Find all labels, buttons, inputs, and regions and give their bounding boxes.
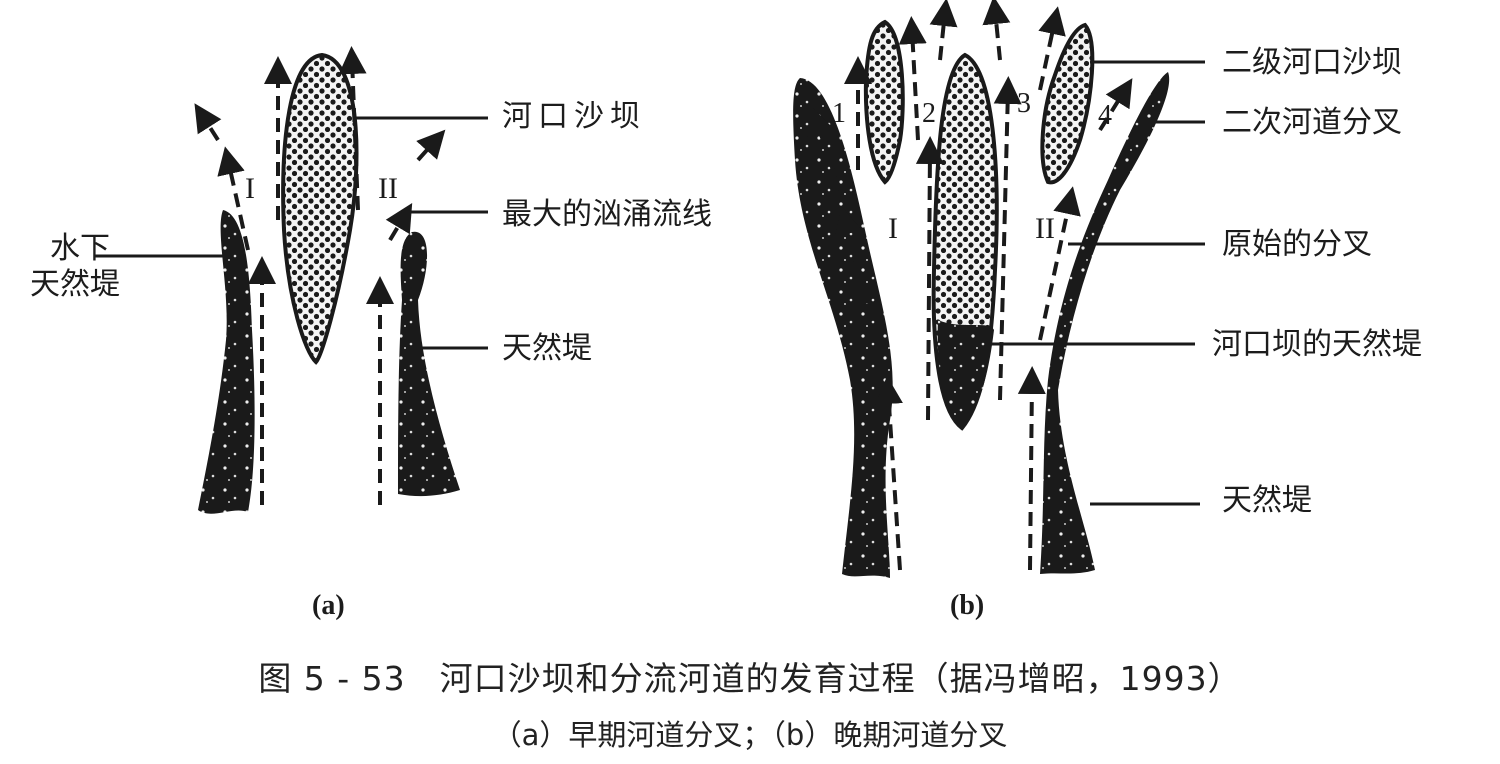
channel-label-II-a: II — [378, 172, 398, 205]
secondary-channel-2: 2 — [922, 98, 936, 129]
label-subaqueous-levee-line1: 水下 — [50, 231, 110, 266]
figure-caption-title: 图 5 - 53 河口沙坝和分流河道的发育过程（据冯增昭，1993） — [258, 659, 1242, 698]
secondary-channel-1: 1 — [832, 98, 846, 129]
secondary-channel-4: 4 — [1098, 100, 1112, 131]
label-mouth-bar-levee: 河口坝的天然堤 — [1212, 327, 1422, 362]
figure-caption-subtitle: （a）早期河道分叉；（b）晚期河道分叉 — [492, 718, 1008, 752]
label-secondary-mouth-bar: 二级河口沙坝 — [1222, 45, 1402, 80]
label-natural-levee-b: 天然堤 — [1222, 483, 1312, 518]
channel-label-II-b: II — [1035, 212, 1055, 245]
diagram-drawing — [95, 0, 1205, 578]
panel-a-sublabel: (a) — [312, 590, 345, 621]
secondary-channel-3: 3 — [1017, 88, 1031, 119]
panel-b-sublabel: (b) — [950, 590, 985, 621]
label-secondary-bifurcation: 二次河道分叉 — [1222, 105, 1402, 140]
label-original-bifurcation: 原始的分叉 — [1222, 227, 1372, 262]
label-natural-levee-a: 天然堤 — [502, 331, 592, 366]
label-max-surge-streamline: 最大的汹涌流线 — [502, 197, 712, 232]
channel-label-I-a: I — [245, 172, 255, 205]
label-subaqueous-levee-line2: 天然堤 — [30, 267, 120, 302]
label-mouth-bar: 河口沙坝 — [502, 99, 646, 134]
channel-label-I-b: I — [888, 212, 898, 245]
panel-b-drawing — [793, 0, 1205, 578]
figure-diagram: I II 河口沙坝 最大的汹涌流线 水下 天然堤 天然堤 (a) 1 2 3 4… — [30, 0, 1422, 621]
panel-a-drawing — [95, 46, 488, 514]
